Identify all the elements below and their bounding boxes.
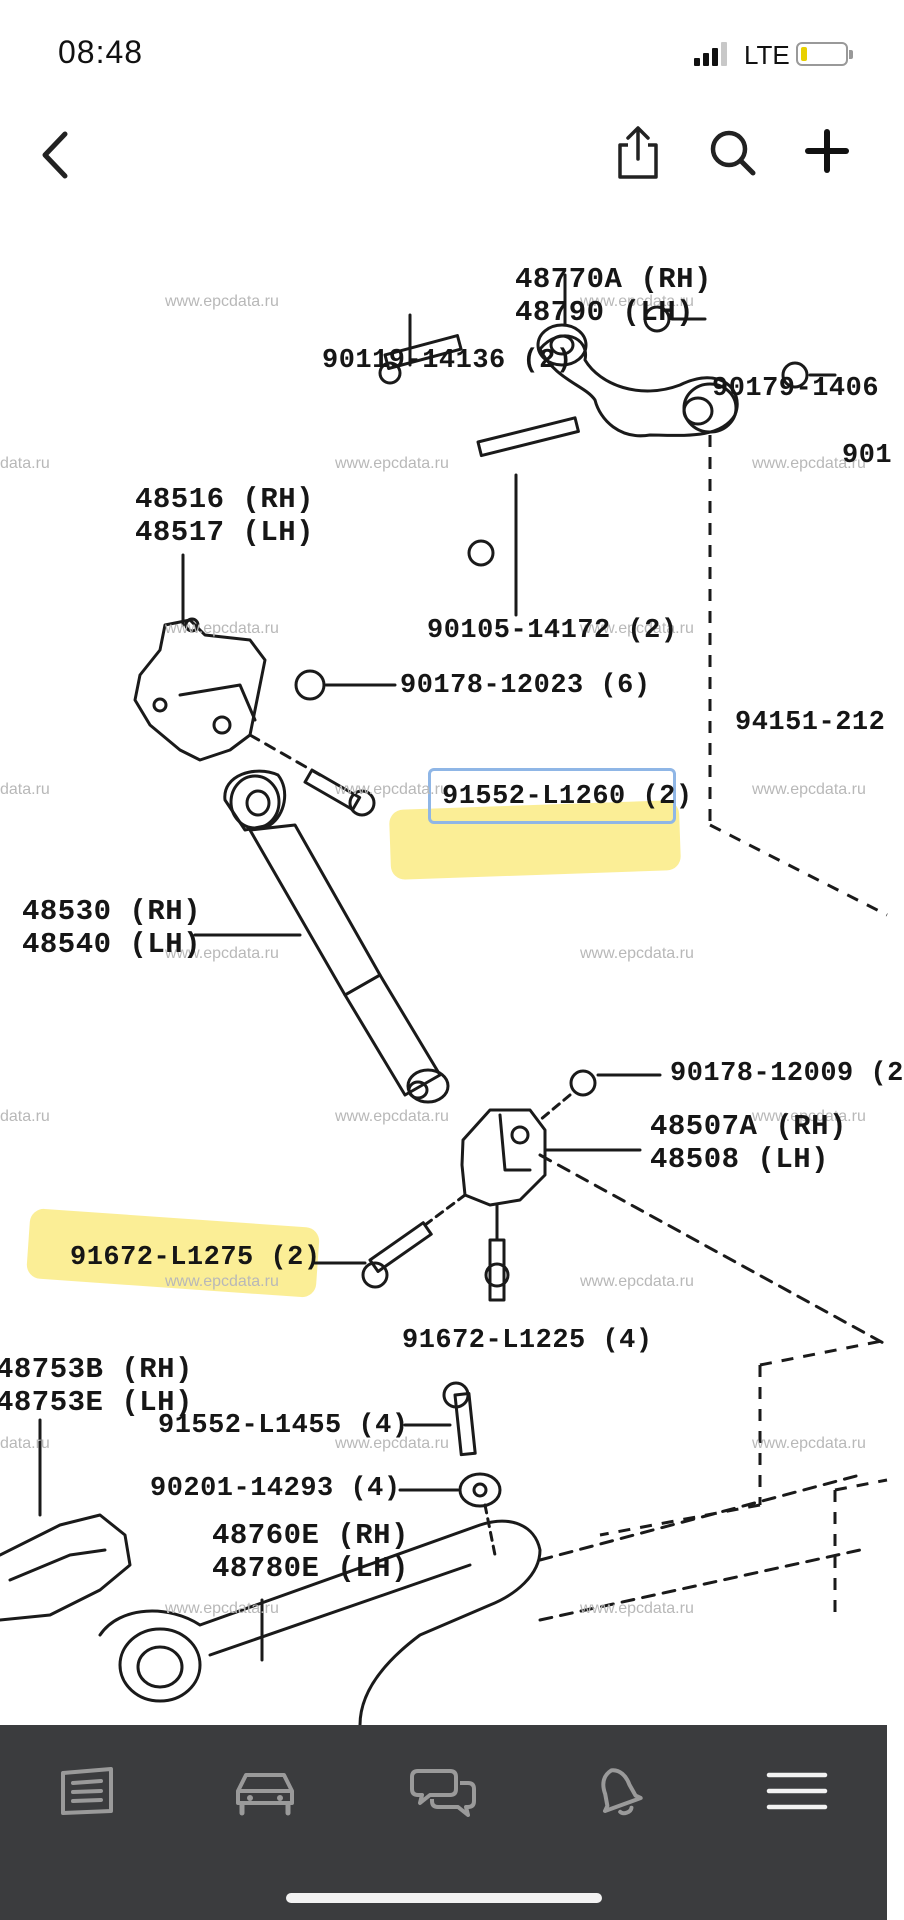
part-label-48516[interactable]: 48516 (RH): [135, 483, 315, 516]
add-button[interactable]: [792, 116, 862, 186]
watermark: www.epcdata.ru: [580, 1273, 694, 1290]
part-label-48790[interactable]: 48790 (LH): [515, 296, 695, 329]
watermark: www.epcdata.ru: [335, 1108, 449, 1125]
watermark: www.epcdata.ru: [165, 945, 279, 962]
parts-diagram[interactable]: www.epcdata.ru www.epcdata.ru data.ru ww…: [0, 215, 903, 1727]
part-label-90105-14172[interactable]: 90105-14172 (2): [427, 616, 678, 646]
back-button[interactable]: [20, 120, 90, 190]
part-label-48780e[interactable]: 48780E (LH): [212, 1552, 409, 1585]
part-label-48770a[interactable]: 48770A (RH): [515, 263, 712, 296]
tab-notifications[interactable]: [574, 1755, 664, 1827]
tab-chats[interactable]: [398, 1755, 488, 1827]
part-label-48540[interactable]: 48540 (LH): [22, 928, 202, 961]
chevron-left-icon: [42, 131, 68, 179]
status-time: 08:48: [58, 34, 144, 70]
part-label-91552-l1455[interactable]: 91552-L1455 (4): [158, 1411, 409, 1441]
watermark: www.epcdata.ru: [752, 1108, 866, 1125]
plus-icon: [805, 129, 849, 173]
part-label-48508[interactable]: 48508 (LH): [650, 1143, 830, 1176]
watermark: www.epcdata.ru: [752, 455, 866, 472]
watermark: www.epcdata.ru: [752, 1435, 866, 1452]
part-label-48760e[interactable]: 48760E (RH): [212, 1519, 409, 1552]
part-label-48753e[interactable]: 48753E (LH): [0, 1386, 193, 1419]
part-label-90178-12023[interactable]: 90178-12023 (6): [400, 671, 651, 701]
share-button[interactable]: [603, 118, 673, 188]
watermark: www.epcdata.ru: [165, 1273, 279, 1290]
network-type: LTE: [744, 40, 790, 70]
watermark: data.ru: [0, 455, 50, 472]
watermark: www.epcdata.ru: [752, 781, 866, 798]
watermark: www.epcdata.ru: [335, 1435, 449, 1452]
watermark: data.ru: [0, 1108, 50, 1125]
part-label-48753b[interactable]: 48753B (RH): [0, 1353, 193, 1386]
part-label-901[interactable]: 901: [842, 441, 893, 471]
search-icon: [710, 130, 756, 176]
part-label-91672-l1225[interactable]: 91672-L1225 (4): [402, 1326, 653, 1356]
home-indicator[interactable]: [286, 1893, 602, 1903]
watermark: data.ru: [0, 781, 50, 798]
watermark: data.ru: [0, 1435, 50, 1452]
watermark: www.epcdata.ru: [165, 620, 279, 637]
search-button[interactable]: [698, 118, 768, 188]
watermark: www.epcdata.ru: [580, 945, 694, 962]
part-label-48507a[interactable]: 48507A (RH): [650, 1110, 847, 1143]
watermark: www.epcdata.ru: [335, 455, 449, 472]
bell-icon: [601, 1768, 643, 1816]
part-label-91672-l1275[interactable]: 91672-L1275 (2): [70, 1243, 321, 1273]
hamburger-menu-icon: [766, 1772, 828, 1810]
watermark: www.epcdata.ru: [335, 781, 449, 798]
diagram-drawing: [0, 273, 889, 1727]
tab-menu[interactable]: [752, 1755, 842, 1827]
signal-strength-icon: [694, 42, 727, 66]
tab-garage[interactable]: [220, 1755, 310, 1827]
watermark: www.epcdata.ru: [165, 293, 279, 310]
navigation-bar: [0, 100, 887, 210]
part-label-90179-1406[interactable]: 90179-1406: [712, 374, 880, 404]
part-label-48530[interactable]: 48530 (RH): [22, 895, 202, 928]
battery-icon: [796, 42, 853, 66]
car-icon: [236, 1773, 294, 1816]
watermark: www.epcdata.ru: [580, 620, 694, 637]
selection-box: [428, 768, 676, 824]
watermark: www.epcdata.ru: [580, 1600, 694, 1617]
part-label-90201-14293[interactable]: 90201-14293 (4): [150, 1474, 401, 1504]
bottom-tab-bar: [0, 1725, 887, 1920]
part-label-91552-l1260[interactable]: 91552-L1260 (2): [442, 782, 693, 812]
part-label-90119-14136[interactable]: 90119-14136 (2): [322, 346, 573, 376]
watermark: www.epcdata.ru: [165, 1600, 279, 1617]
tab-catalog[interactable]: [42, 1755, 132, 1827]
part-label-94151-212[interactable]: 94151-212: [735, 708, 886, 738]
watermark: www.epcdata.ru: [580, 293, 694, 310]
part-label-90178-12009[interactable]: 90178-12009 (2: [670, 1059, 904, 1089]
catalog-list-icon: [61, 1767, 113, 1815]
status-bar: 08:48 LTE: [0, 0, 887, 100]
part-label-48517[interactable]: 48517 (LH): [135, 516, 315, 549]
share-icon: [618, 126, 658, 179]
chat-bubbles-icon: [410, 1769, 476, 1817]
